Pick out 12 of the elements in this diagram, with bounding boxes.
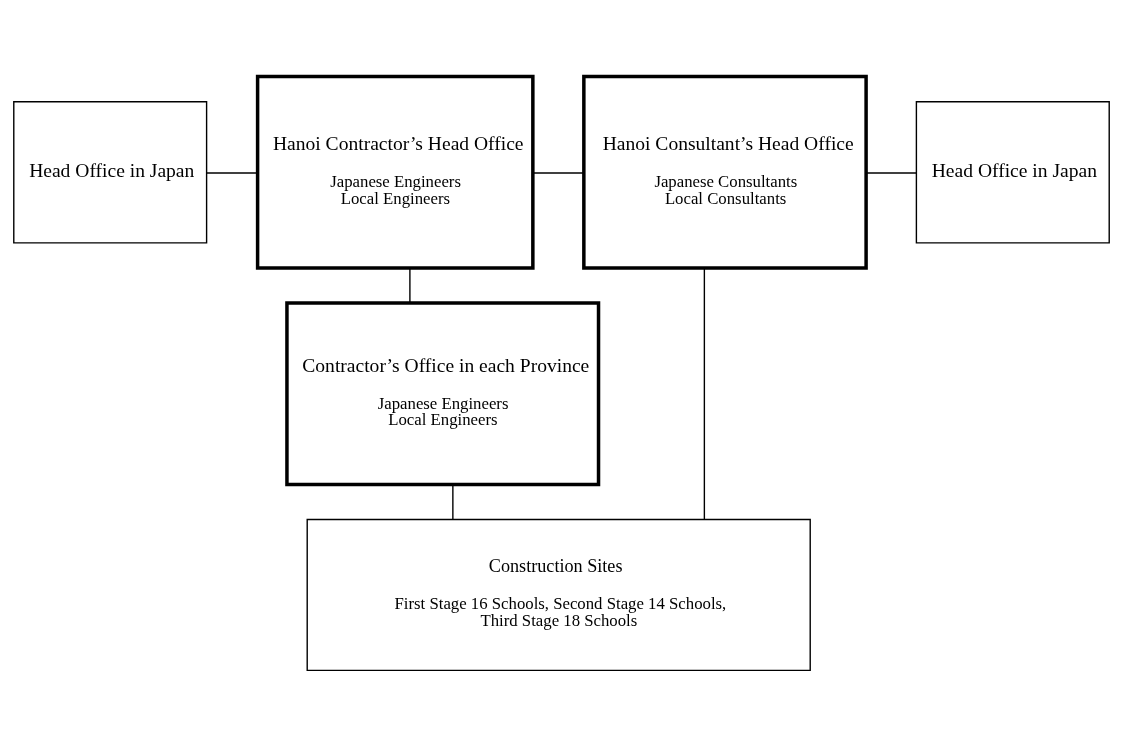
connector	[532, 172, 585, 174]
connector	[409, 267, 411, 304]
connector	[865, 172, 918, 174]
node-box: Contractor’s Office in each Province Japanese Engineers Local Engineers	[285, 301, 601, 487]
node-box: Hanoi Consultant’s Head Office Japanese Consultants Local Consultants	[582, 74, 868, 270]
node-box: Construction Sites First Stage 16 Schools, Second Stage 14 Schools, Third Stage 18 Schools	[306, 518, 811, 672]
connector	[452, 484, 454, 520]
node-box: Head Office in Japan	[915, 101, 1110, 244]
node-box: Head Office in Japan	[13, 101, 208, 244]
node-box: Hanoi Contractor’s Head Office Japanese Engineers Local Engineers	[255, 74, 535, 270]
connector	[206, 172, 259, 174]
connector	[703, 267, 706, 520]
